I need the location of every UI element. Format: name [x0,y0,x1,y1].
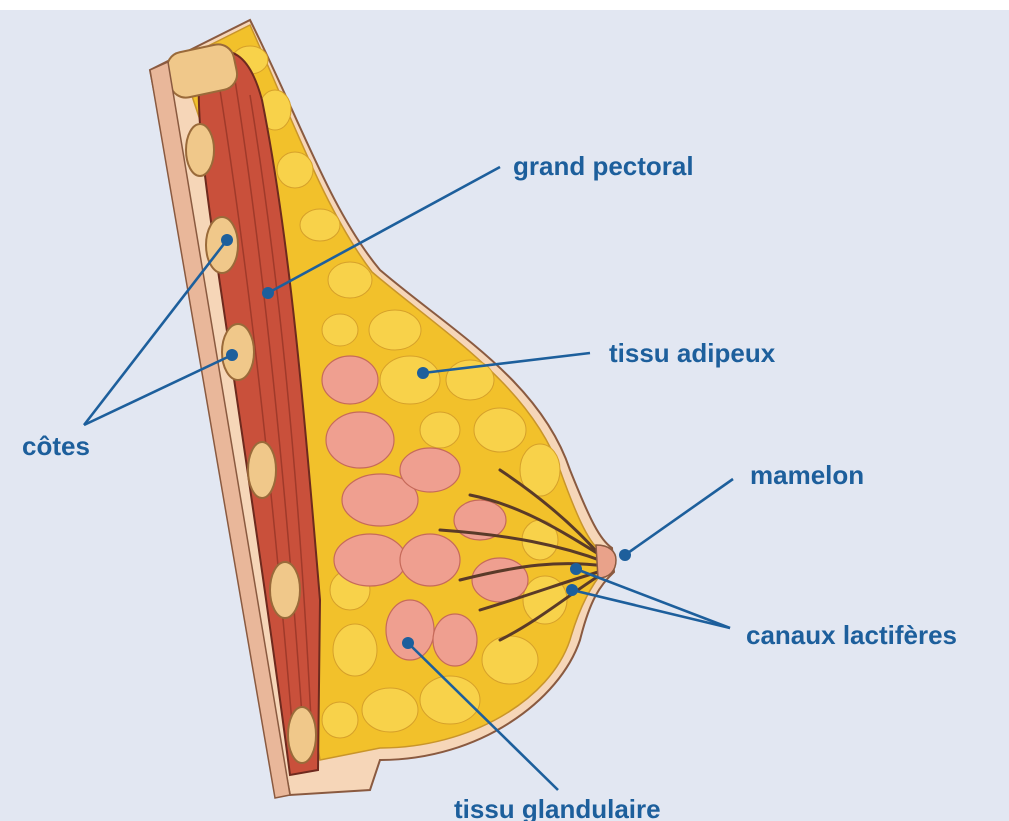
dot-tissu-adipeux [417,367,429,379]
dot-canaux-lower [566,584,578,596]
dot-cotes-lower [226,349,238,361]
label-mamelon: mamelon [750,460,864,490]
dot-mamelon [619,549,631,561]
label-grand-pectoral: grand pectoral [513,151,694,181]
dot-tissu-glandulaire [402,637,414,649]
label-tissu-glandulaire: tissu glandulaire [454,794,661,821]
dot-cotes-upper [221,234,233,246]
label-tissu-adipeux: tissu adipeux [609,338,776,368]
dot-canaux-upper [570,563,582,575]
label-cotes: côtes [22,431,90,461]
dot-grand-pectoral [262,287,274,299]
label-canaux-lactiferes: canaux lactifères [746,620,957,650]
